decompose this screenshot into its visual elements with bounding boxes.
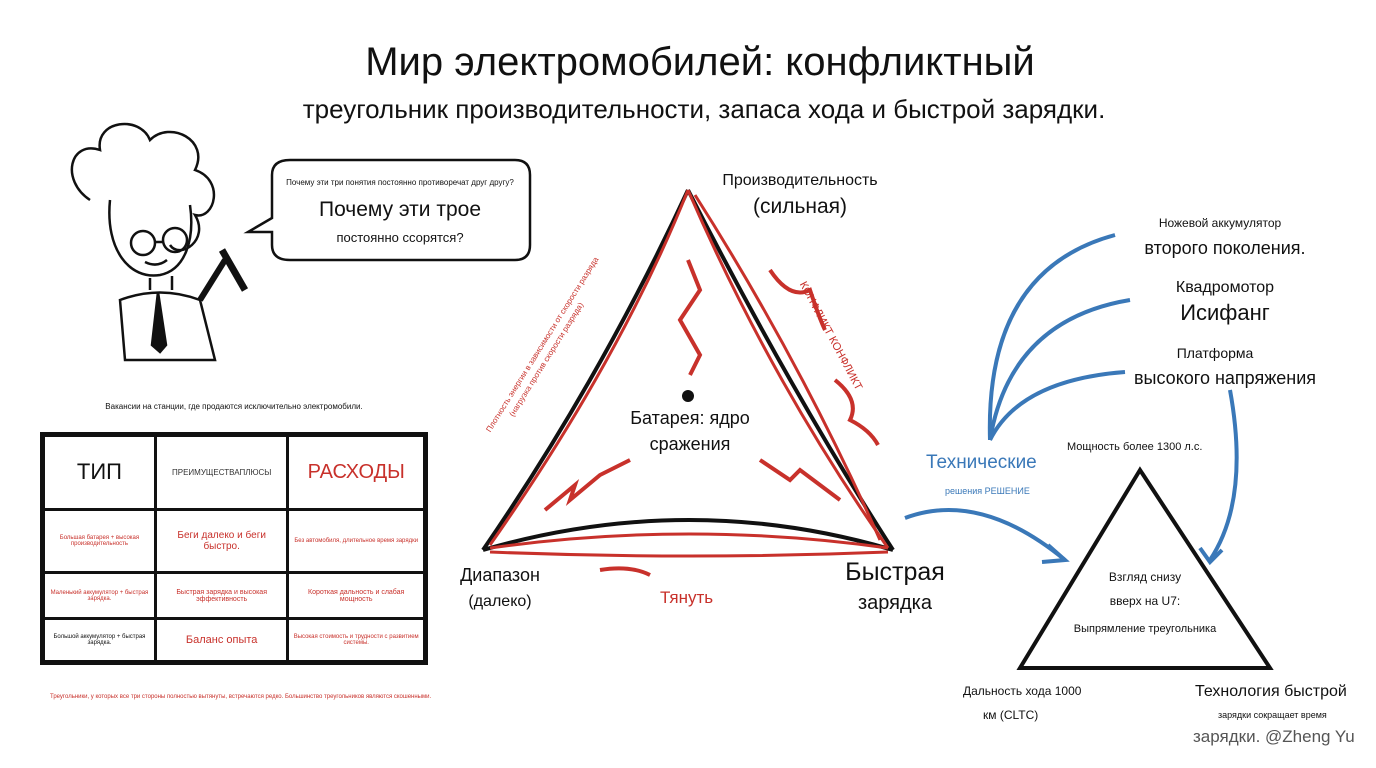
u7-range-2: км (CLTC) xyxy=(983,708,1039,722)
table-cell: Быстрая зарядка и высокая эффективность xyxy=(153,571,290,621)
u7-fast-3-watermark: зарядки. @Zheng Yu xyxy=(1193,727,1355,746)
header-pros: ПРЕИМУЩЕСТВАПЛЮСЫ xyxy=(153,433,290,511)
tech-item-2-b: Исифанг xyxy=(1180,300,1270,325)
label-range: Диапазон xyxy=(460,565,540,585)
table-cell: Высокая стоимость и трудности с развитие… xyxy=(286,617,427,664)
label-pull: Тянуть xyxy=(660,588,714,607)
main-triangle xyxy=(481,189,895,577)
character-illustration xyxy=(70,122,249,362)
tech-connectors xyxy=(904,233,1239,566)
table-cell: Большая батарея + высокая производительн… xyxy=(41,507,157,575)
label-range-sub: (далеко) xyxy=(468,593,532,610)
u7-center-1: Взгляд снизу xyxy=(1108,570,1182,584)
table-cell: Беги далеко и беги быстро. xyxy=(153,507,290,575)
table-cell: Большой аккумулятор + быстрая зарядка. xyxy=(41,617,157,664)
header-costs: РАСХОДЫ xyxy=(286,433,427,511)
table-row: Большой аккумулятор + быстрая зарядка. Б… xyxy=(41,617,427,664)
table-cell: Баланс опыта xyxy=(153,617,290,664)
tech-item-1-b: второго поколения. xyxy=(1144,238,1306,258)
u7-center-3: Выпрямление треугольника xyxy=(1073,623,1217,635)
table-footnote: Треугольники, у которых все три стороны … xyxy=(50,694,432,700)
label-battery: Батарея: ядро xyxy=(630,408,750,428)
u7-triangle xyxy=(1016,466,1274,670)
table-row: Большая батарея + высокая производительн… xyxy=(41,507,427,575)
comparison-table: ТИП ПРЕИМУЩЕСТВАПЛЮСЫ РАСХОДЫ Большая ба… xyxy=(40,432,428,665)
u7-fast-1: Технология быстрой xyxy=(1195,683,1347,700)
u7-center-2: вверх на U7: xyxy=(1109,594,1181,608)
speech-bubble xyxy=(243,158,532,262)
table-cell: Маленький аккумулятор + быстрая зарядка. xyxy=(41,571,157,621)
table-header-row: ТИП ПРЕИМУЩЕСТВАПЛЮСЫ РАСХОДЫ xyxy=(41,433,427,511)
tech-sub: решения РЕШЕНИЕ xyxy=(945,486,1030,496)
tech-item-1-a: Ножевой аккумулятор xyxy=(1158,216,1282,230)
bubble-main-text: Почему эти трое xyxy=(318,198,482,221)
label-fast-charge: Быстрая xyxy=(845,558,945,586)
tech-item-3-b: высокого напряжения xyxy=(1133,368,1317,388)
bubble-small-text: Почему эти три понятия постоянно противо… xyxy=(286,178,514,187)
page-subtitle: треугольник производительности, запаса х… xyxy=(302,94,1106,124)
u7-fast-2: зарядки сокращает время xyxy=(1218,710,1327,720)
tech-item-2-a: Квадромотор xyxy=(1175,279,1275,296)
label-battery-sub: сражения xyxy=(649,434,731,454)
table-caption: Вакансии на станции, где продаются исклю… xyxy=(105,402,363,411)
label-performance-sub: (сильная) xyxy=(752,195,848,218)
page-title: Мир электромобилей: конфликтный xyxy=(365,40,1035,84)
tech-title: Технические xyxy=(926,452,1037,473)
label-fast-charge-sub: зарядка xyxy=(857,592,932,614)
u7-range-1: Дальность хода 1000 xyxy=(963,684,1082,698)
table-cell: Короткая дальность и слабая мощность xyxy=(286,571,427,621)
u7-power: Мощность более 1300 л.с. xyxy=(1067,441,1203,453)
header-type: ТИП xyxy=(41,433,157,511)
label-performance: Производительность xyxy=(722,172,878,189)
table-cell: Без автомобиля, длительное время зарядки xyxy=(286,507,427,575)
bubble-line2: постоянно ссорятся? xyxy=(336,230,464,245)
tech-item-3-a: Платформа xyxy=(1176,345,1254,361)
table-row: Маленький аккумулятор + быстрая зарядка.… xyxy=(41,571,427,621)
